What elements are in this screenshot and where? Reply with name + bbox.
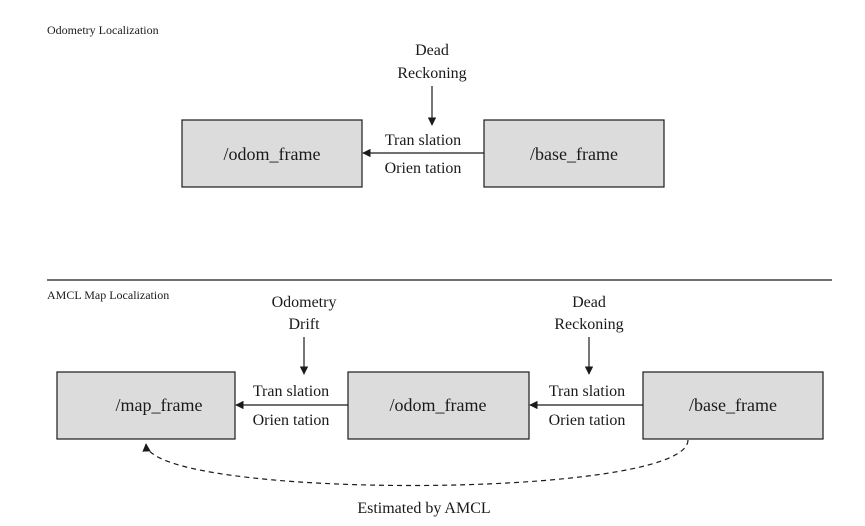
bottom-odom-frame-box [347, 371, 530, 440]
top-odom-frame-label: /odom_frame [224, 144, 321, 164]
bottom-base-frame-box [642, 371, 824, 440]
top-edge-label-line1: Tran slation [385, 132, 461, 149]
top-edge-label-line2: Orien tation [385, 160, 462, 177]
bottom-section-title: AMCL Map Localization [47, 288, 169, 302]
edge2-label-line1: Tran slation [549, 383, 625, 400]
top-section-title: Odometry Localization [47, 23, 159, 37]
edge1-label-line1: Tran slation [253, 383, 329, 400]
top-input-label-line2: Reckoning [397, 65, 466, 82]
drift-label-line1: Odometry [272, 294, 337, 311]
top-base-frame-box [483, 119, 665, 188]
drift-label-line2: Drift [288, 316, 320, 333]
amcl-estimate-label: Estimated by AMCL [357, 500, 490, 517]
top-odom-frame-box [181, 119, 363, 188]
edge2-label-line2: Orien tation [549, 412, 626, 429]
edge1-label-line2: Orien tation [253, 412, 330, 429]
map-frame-label: /map_frame [116, 395, 203, 415]
reckoning-label-line2: Reckoning [554, 316, 623, 333]
map-frame-box [56, 371, 236, 440]
top-input-label-line1: Dead [415, 42, 449, 59]
amcl-estimate-arrow [142, 439, 689, 487]
bottom-odom-frame-label: /odom_frame [390, 395, 487, 415]
top-base-frame-label: /base_frame [530, 144, 618, 164]
bottom-base-frame-label: /base_frame [689, 395, 777, 415]
reckoning-label-line1: Dead [572, 294, 606, 311]
